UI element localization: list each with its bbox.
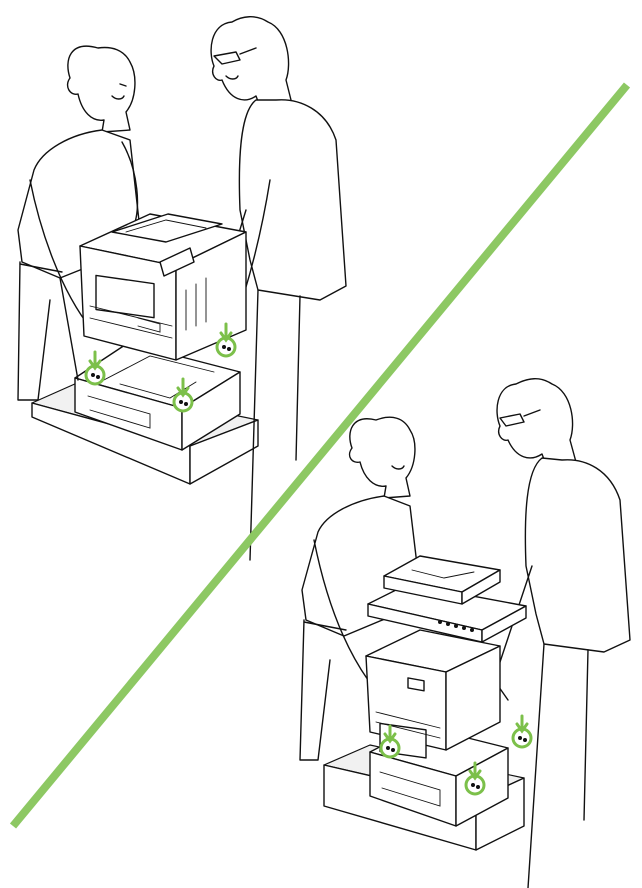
step-2-scene: [300, 379, 630, 888]
callout-arrow-1: [86, 352, 104, 384]
callout-arrow-6: [513, 716, 531, 747]
